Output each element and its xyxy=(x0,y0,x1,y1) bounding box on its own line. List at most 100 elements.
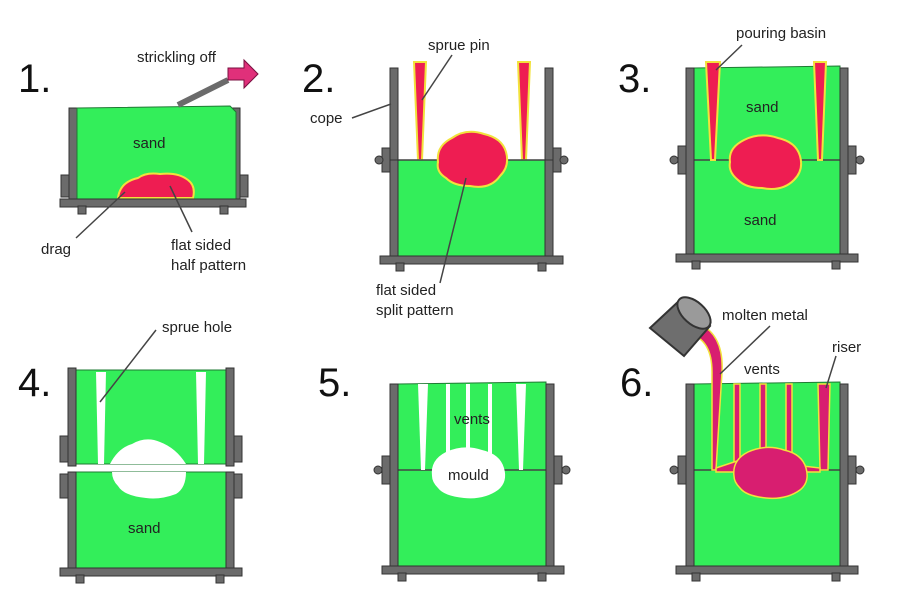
step-5-number: 5. xyxy=(318,361,351,405)
bottom-board-foot-left-step6 xyxy=(691,572,701,582)
bottom-board-foot-left-step5 xyxy=(397,572,407,582)
sprue-hole-right-step5 xyxy=(516,384,526,470)
step-1: 1. strickling off sand drag flat sided h… xyxy=(18,49,259,274)
label-strickling-off: strickling off xyxy=(137,49,217,66)
step-4-number: 4. xyxy=(18,361,51,405)
drag-left-wall-step4 xyxy=(67,471,77,570)
label-sand-step4: sand xyxy=(128,520,161,537)
bottom-board-foot-right xyxy=(219,205,229,215)
drag-right-wall-step2 xyxy=(544,159,554,258)
casting-metal xyxy=(733,446,808,500)
bottom-board xyxy=(59,198,247,208)
leader-sprue-hole xyxy=(99,329,157,403)
vent-3-step5 xyxy=(488,384,492,464)
strickle-direction-arrow xyxy=(227,58,259,90)
mould-cavity-step5 xyxy=(431,447,506,499)
vent-2-step5 xyxy=(466,384,470,464)
drag-left-wall-step2 xyxy=(389,159,399,258)
label-molten-metal: molten metal xyxy=(722,307,808,324)
leader-molten-metal xyxy=(719,325,771,375)
cope-mould-cavity-step4 xyxy=(110,439,186,464)
bottom-board-foot-left-step4 xyxy=(75,574,85,584)
bottom-board-foot-right-step5 xyxy=(537,572,547,582)
sprue-hole-left-step5 xyxy=(418,384,428,470)
bottom-board-foot-left-step3 xyxy=(691,260,701,270)
left-flask-pin-step2 xyxy=(374,155,384,165)
drag-right-bracket xyxy=(239,174,249,198)
label-riser: riser xyxy=(832,339,861,356)
riser-metal xyxy=(817,383,831,471)
bottom-board-step2 xyxy=(379,255,564,265)
split-pattern xyxy=(436,130,509,188)
sprue-pin-left xyxy=(412,61,428,161)
label-sand-top-step3: sand xyxy=(746,99,779,116)
leader-cope xyxy=(351,103,392,119)
label-sprue-hole: sprue hole xyxy=(162,319,232,336)
label-vents-step6: vents xyxy=(744,361,780,378)
label-sprue-pin: sprue pin xyxy=(428,37,490,54)
label-split-pattern-line1: flat sided xyxy=(376,282,436,299)
leader-drag xyxy=(75,191,126,239)
sprue-pin-right-step3 xyxy=(812,61,828,161)
flask-right-wall-step6 xyxy=(839,383,849,569)
cope-left-bracket-step4 xyxy=(59,435,69,463)
ladle-rim xyxy=(676,296,712,330)
step-6: 6. molten metal riser vents xyxy=(620,296,865,582)
label-half-pattern-line1: flat sided xyxy=(171,237,231,254)
right-flask-pin-step3 xyxy=(855,155,865,165)
drag-left-bracket xyxy=(60,174,70,198)
left-flask-pin-step5 xyxy=(373,465,383,475)
label-cope: cope xyxy=(310,110,343,127)
right-flask-pin-step6 xyxy=(855,465,865,475)
bottom-board-step4 xyxy=(59,567,243,577)
left-bracket-step6 xyxy=(677,455,687,485)
sprue-hole-left-step4 xyxy=(96,372,106,464)
bottom-board-foot-left xyxy=(77,205,87,215)
drag-flask-left-wall xyxy=(68,107,78,204)
step-2: 2. sprue pin cope flat sided split patte… xyxy=(302,37,569,319)
flask-left-wall-step5 xyxy=(389,383,399,569)
flask-right-wall-step5 xyxy=(545,383,555,569)
cope-left-wall-step4 xyxy=(67,367,77,467)
right-flask-pin-step5 xyxy=(561,465,571,475)
leader-pouring-basin xyxy=(715,44,743,71)
label-half-pattern-line2: half pattern xyxy=(171,257,246,274)
bottom-board-foot-right-step3 xyxy=(831,260,841,270)
left-bracket-step3 xyxy=(677,145,687,175)
right-bracket-step5 xyxy=(553,455,563,485)
drag-left-bracket-step4 xyxy=(59,473,69,499)
drag-right-bracket-step4 xyxy=(233,473,243,499)
step-3: 3. pouring basin sand sand xyxy=(618,25,865,270)
left-bracket-step5 xyxy=(381,455,391,485)
drag-mould-cavity-step4 xyxy=(112,472,186,499)
flask-left-wall-step6 xyxy=(685,383,695,569)
leader-riser xyxy=(825,355,837,389)
right-flask-pin-step2 xyxy=(559,155,569,165)
bottom-board-foot-left-step2 xyxy=(395,262,405,272)
label-drag: drag xyxy=(41,241,71,258)
step-4: 4. sprue hole sand xyxy=(18,319,243,584)
strickle-bar xyxy=(176,77,230,108)
sprue-pin-right xyxy=(516,61,532,161)
bottom-board-foot-right-step2 xyxy=(537,262,547,272)
step-2-number: 2. xyxy=(302,57,335,101)
label-pouring-basin: pouring basin xyxy=(736,25,826,42)
right-bracket-step3 xyxy=(847,145,857,175)
step-5: 5. vents mould xyxy=(318,361,571,582)
left-flask-pin-step3 xyxy=(669,155,679,165)
step-6-number: 6. xyxy=(620,361,653,405)
label-mould-step5: mould xyxy=(448,467,489,484)
flask-left-wall-step3 xyxy=(685,67,695,257)
left-flask-pin-step6 xyxy=(669,465,679,475)
leader-half-pattern xyxy=(169,185,193,233)
label-split-pattern-line2: split pattern xyxy=(376,302,454,319)
bottom-board-step3 xyxy=(675,253,859,263)
bottom-board-foot-right-step4 xyxy=(215,574,225,584)
bottom-board-step5 xyxy=(381,565,565,575)
drag-right-wall-step4 xyxy=(225,471,235,570)
sprue-pin-left-step3 xyxy=(704,61,722,161)
cope-right-bracket-step4 xyxy=(233,435,243,463)
cope-left-wall xyxy=(389,67,399,161)
